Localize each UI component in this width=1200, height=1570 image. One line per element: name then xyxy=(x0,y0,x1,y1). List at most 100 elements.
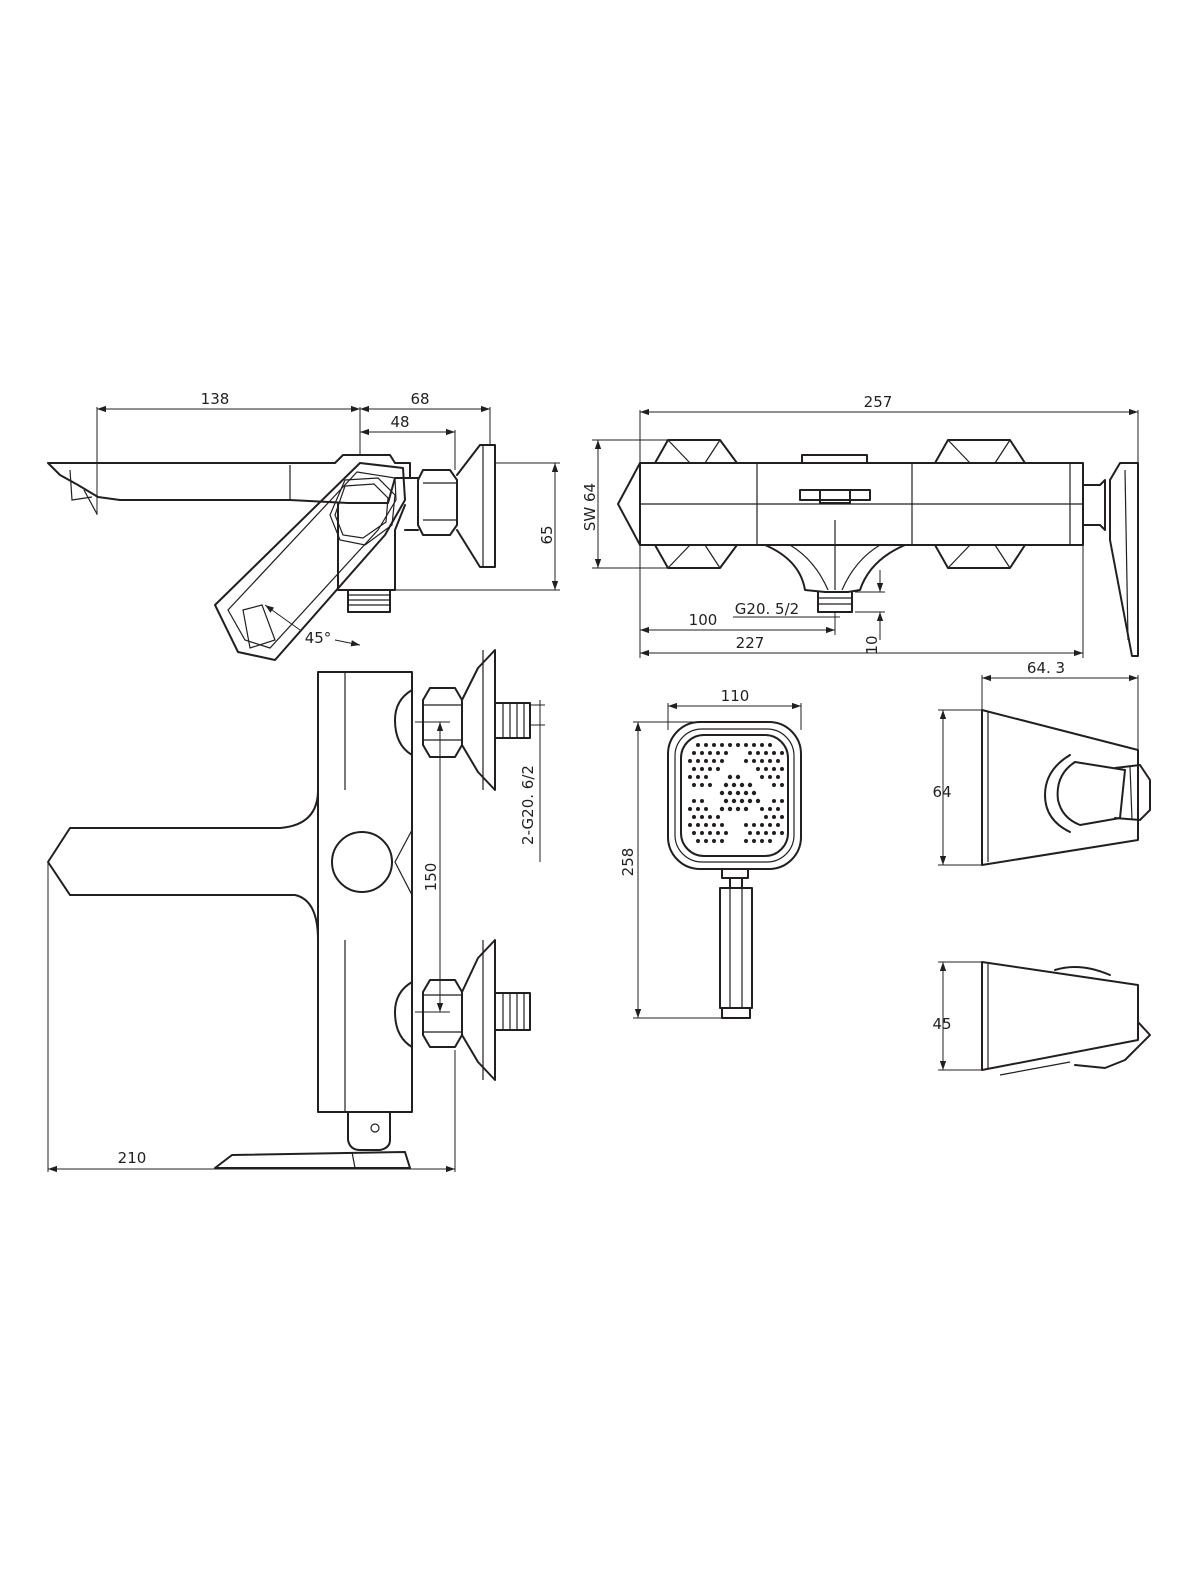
dim-outlet-height: 10 xyxy=(863,635,881,654)
nozzle-dot xyxy=(744,759,748,763)
dim-inlet-offset: 227 xyxy=(736,634,765,652)
diverter-knob xyxy=(801,454,868,464)
nozzle-dot xyxy=(752,759,756,763)
nozzle-dot xyxy=(727,774,733,780)
wall-flange xyxy=(456,444,496,568)
nozzle-dot xyxy=(768,839,772,843)
dim-head-width: 110 xyxy=(721,687,750,705)
shower-handle xyxy=(719,887,753,1009)
nozzle-dot xyxy=(739,782,745,788)
nozzle-dot xyxy=(692,831,696,835)
nozzle-dot xyxy=(720,823,724,827)
holder-body xyxy=(981,709,1139,866)
nozzle-dot xyxy=(772,783,776,787)
nozzle-dot xyxy=(772,751,776,755)
nozzle-dot xyxy=(723,782,729,788)
nozzle-dot xyxy=(692,783,696,787)
nozzle-dot xyxy=(760,839,764,843)
nozzle-dot xyxy=(764,751,768,755)
nozzle-dot xyxy=(768,743,772,747)
nozzle-dot xyxy=(768,759,772,763)
nozzle-dot xyxy=(712,759,716,763)
nozzle-dot xyxy=(704,759,708,763)
nozzle-dot xyxy=(772,815,776,819)
spout xyxy=(47,454,411,504)
nozzle-dot xyxy=(700,767,704,771)
hand-shower: 110 258 xyxy=(619,687,802,1019)
nozzle-dot xyxy=(696,807,700,811)
dim-inlet-threads: 2-G20. 6/2 xyxy=(519,765,537,845)
nozzle-dot xyxy=(780,831,784,835)
nozzle-dot xyxy=(723,798,729,804)
dim-overall-depth: 210 xyxy=(118,1149,147,1167)
nozzle-dot xyxy=(692,767,696,771)
nozzle-dot xyxy=(692,815,696,819)
dim-outlet-thread: G20. 5/2 xyxy=(735,600,799,618)
dim-height: 65 xyxy=(538,525,556,544)
nozzle-dot xyxy=(700,799,704,803)
dim-total-length: 258 xyxy=(619,848,637,877)
nozzle-dot xyxy=(704,807,708,811)
nozzle-dot xyxy=(751,790,757,796)
nozzle-dot xyxy=(700,783,704,787)
nozzle-dot xyxy=(735,774,741,780)
nozzle-dot xyxy=(716,815,720,819)
nozzle-dot xyxy=(744,823,748,827)
nozzle-dot xyxy=(744,839,748,843)
holder-dim-width: 64. 3 xyxy=(1027,659,1065,677)
nozzle-dot xyxy=(696,775,700,779)
nozzle-dot xyxy=(720,839,724,843)
dim-spout-length: 138 xyxy=(201,390,230,408)
nozzle-dot xyxy=(719,790,725,796)
dim-total-width: 257 xyxy=(864,393,893,411)
nozzle-dot xyxy=(743,806,749,812)
diverter-knob-top xyxy=(331,831,393,893)
nozzle-dot xyxy=(688,775,692,779)
nozzle-dot xyxy=(760,743,764,747)
nozzle-dot xyxy=(696,759,700,763)
nozzle-dot xyxy=(735,806,741,812)
nozzle-dot xyxy=(752,743,756,747)
nozzle-dot xyxy=(688,823,692,827)
nozzle-dot xyxy=(688,807,692,811)
nozzle-dot xyxy=(776,807,780,811)
nozzle-dot xyxy=(748,831,752,835)
front-view: 257 SW 64 G20. 5/2 100 227 10 xyxy=(581,393,1139,658)
nozzle-dot xyxy=(700,815,704,819)
nozzle-dot xyxy=(716,831,720,835)
nozzle-dot xyxy=(727,790,733,796)
nozzle-dot xyxy=(744,743,748,747)
nozzle-dot xyxy=(688,759,692,763)
nozzle-dot xyxy=(712,743,716,747)
nozzle-dot xyxy=(704,823,708,827)
nozzle-dot xyxy=(756,751,760,755)
plan-view: 2-G20. 6/2 150 210 xyxy=(47,649,545,1173)
nozzle-dot xyxy=(752,823,756,827)
spray-nozzles xyxy=(688,743,784,843)
nozzle-dot xyxy=(760,759,764,763)
dim-hex-size: SW 64 xyxy=(581,483,599,531)
nozzle-dot xyxy=(720,743,724,747)
nozzle-dot xyxy=(735,790,741,796)
wall-plate xyxy=(1109,462,1139,657)
nozzle-dot xyxy=(780,783,784,787)
holder-front-view: 64. 3 64 xyxy=(932,659,1151,866)
nozzle-dot xyxy=(780,815,784,819)
nozzle-dot xyxy=(724,831,728,835)
nozzle-dot xyxy=(747,798,753,804)
nozzle-dot xyxy=(760,823,764,827)
nozzle-dot xyxy=(764,767,768,771)
nozzle-dot xyxy=(712,839,716,843)
nozzle-dot xyxy=(760,775,764,779)
nozzle-dot xyxy=(704,775,708,779)
nozzle-dot xyxy=(756,831,760,835)
spout-arm xyxy=(47,789,319,941)
nozzle-dot xyxy=(712,823,716,827)
nozzle-dot xyxy=(719,806,725,812)
nozzle-dot xyxy=(764,815,768,819)
nozzle-dot xyxy=(776,823,780,827)
holder-side-view: 45 xyxy=(932,961,1151,1076)
dim-inlet-spacing: 150 xyxy=(422,863,440,892)
nozzle-dot xyxy=(772,767,776,771)
